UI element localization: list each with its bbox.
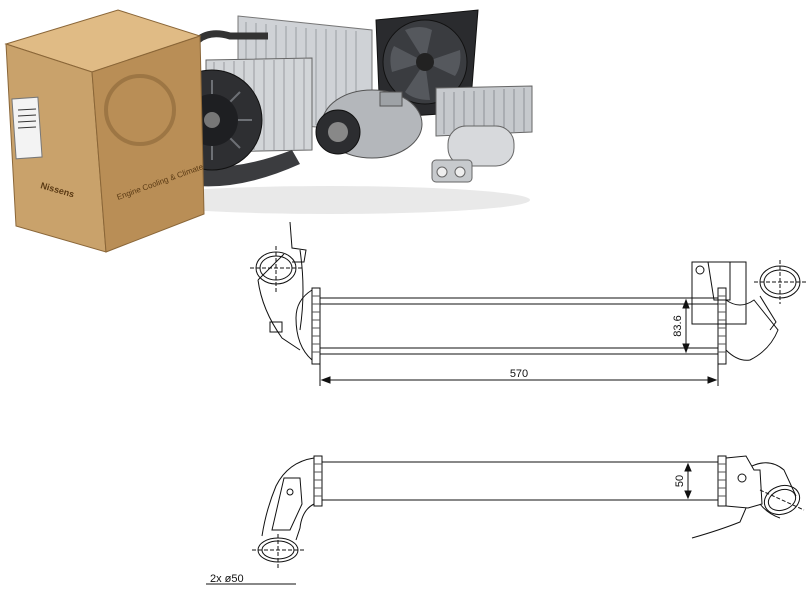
side-right-tank (717, 455, 727, 507)
nissens-box-image: Nissens Engine Cooling & Climate (4, 9, 205, 253)
top-width-dimension (319, 364, 719, 386)
top-view (250, 221, 806, 386)
receiver-drier-image (431, 125, 515, 183)
compressor-image (315, 89, 423, 159)
side-right-outlet-pipe (691, 455, 805, 539)
top-height-dimension (668, 297, 690, 355)
side-height-dimension (672, 461, 692, 501)
top-right-tank (717, 287, 727, 365)
side-view-core (321, 461, 719, 501)
product-photo-collage: Nissens Engine Cooling & Climate (4, 9, 533, 253)
top-right-outlet-pipe (691, 260, 806, 361)
side-left-tank (313, 455, 323, 507)
top-left-tank (311, 287, 321, 365)
heater-core-image (435, 85, 533, 137)
side-left-inlet-pipe (206, 457, 315, 585)
side-height-dimension-label: 50 (674, 475, 686, 487)
height-dimension-label: 83.6 (672, 315, 684, 336)
width-dimension-label: 570 (510, 368, 528, 380)
top-left-inlet-pipe (250, 221, 313, 361)
connector-diameter-label: 2x ø50 (210, 573, 244, 585)
side-view (206, 455, 805, 585)
top-view-core (319, 297, 719, 355)
